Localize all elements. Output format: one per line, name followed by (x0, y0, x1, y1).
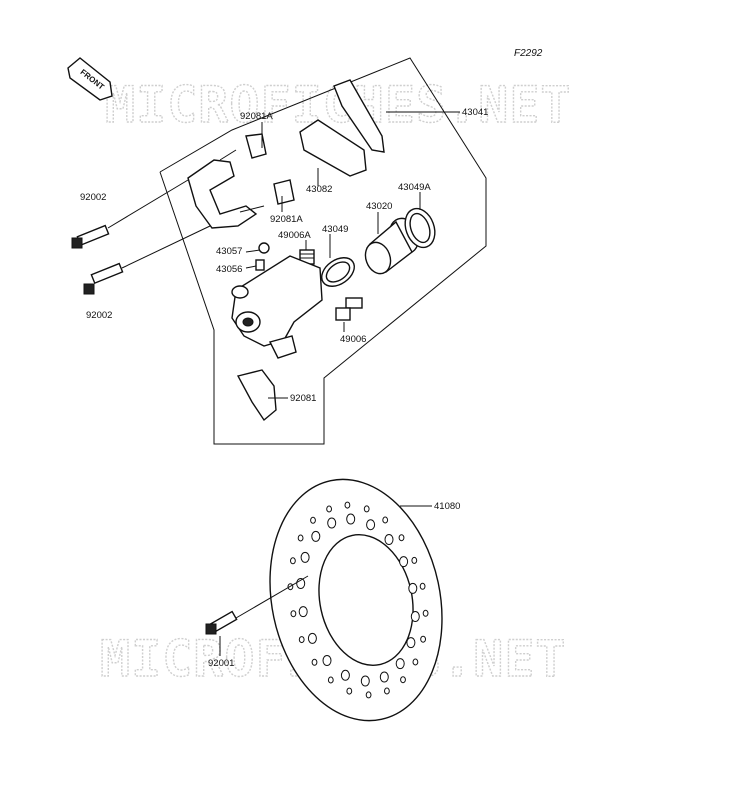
pad-spring-92081a-top (245, 133, 267, 159)
disc-hole (340, 669, 350, 681)
disc-hole (310, 516, 316, 524)
caliper-assembly-frame (159, 57, 487, 445)
leader-lines (219, 111, 460, 656)
disc-hole (300, 551, 310, 563)
disc-hole (327, 517, 337, 529)
bolt-92002-top (71, 179, 189, 249)
disc-hole (379, 671, 389, 683)
disc-hole (326, 505, 333, 513)
label-92002-top: 92002 (80, 192, 106, 203)
disc-hole (382, 516, 389, 524)
disc-hole (344, 501, 351, 509)
disc-hole (399, 556, 409, 568)
label-43082: 43082 (306, 184, 332, 195)
label-43049: 43049 (322, 224, 348, 235)
part-labels: 43041 92081A 43082 43049A 43020 92002 92… (80, 107, 488, 669)
label-43041: 43041 (462, 107, 488, 118)
label-43056: 43056 (216, 264, 242, 275)
disc-hole (346, 687, 353, 695)
disc-hole (311, 530, 321, 542)
front-arrow-icon: FRONT (67, 57, 113, 101)
brake-pad-43082 (299, 79, 385, 177)
disc-hole (322, 655, 332, 666)
disc-hole (422, 609, 429, 617)
label-41080: 41080 (434, 501, 460, 512)
label-92002-bottom: 92002 (86, 310, 112, 321)
disc-hole (411, 556, 418, 564)
disc-hole (363, 505, 370, 513)
disc-hole (420, 635, 427, 643)
bleeder-49006 (335, 297, 363, 321)
disc-hole (419, 582, 426, 590)
disc-hole (384, 534, 394, 545)
pad-spring-92081 (236, 369, 277, 422)
label-92081: 92081 (290, 393, 316, 404)
pad-spring-92081a-mid (273, 179, 295, 205)
boot-49006a (299, 249, 315, 265)
disc-hole (408, 582, 418, 594)
label-49006: 49006 (340, 334, 366, 345)
label-92081a-mid: 92081A (270, 214, 303, 225)
figure-code: F2292 (514, 48, 543, 59)
label-49006a: 49006A (278, 230, 311, 241)
disc-hole (398, 534, 405, 542)
disc-hole (360, 675, 370, 687)
disc-hole (346, 513, 356, 525)
disc-hole (311, 658, 318, 666)
caliper-body (231, 255, 323, 359)
spring-43057 (258, 242, 270, 254)
disc-hole (410, 611, 420, 622)
disc-hole (327, 676, 334, 684)
disc-hole (400, 676, 406, 684)
disc-bolt-92001 (205, 610, 238, 635)
disc-hole (290, 610, 297, 618)
disc-hole (412, 658, 419, 666)
caliper-bracket (187, 149, 265, 229)
disc-hole (366, 519, 376, 531)
disc-hole (395, 658, 405, 670)
disc-hole (365, 691, 372, 699)
label-43020: 43020 (366, 201, 392, 212)
disc-hole (307, 632, 317, 644)
label-92001: 92001 (208, 658, 234, 669)
bolt-92002-bottom (83, 225, 211, 295)
label-43057: 43057 (216, 246, 242, 257)
pin-43056 (255, 259, 265, 271)
disc-hole (384, 687, 390, 695)
disc-hole (406, 637, 416, 649)
disc-hole (298, 606, 308, 618)
disc-hole (298, 636, 305, 644)
label-43049a: 43049A (398, 182, 431, 193)
disc-hole (290, 557, 296, 565)
label-92081a-top: 92081A (240, 111, 273, 122)
brake-disc-41080 (269, 478, 443, 722)
disc-hole (297, 534, 304, 542)
